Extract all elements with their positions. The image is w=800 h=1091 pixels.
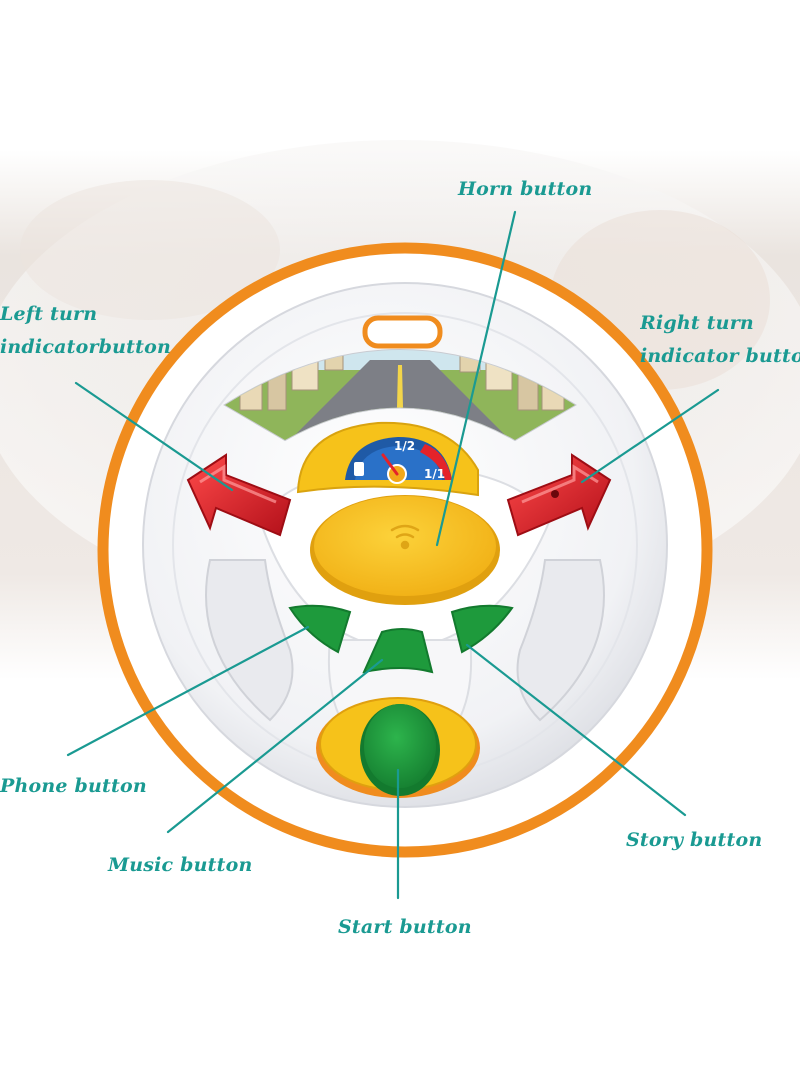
story-button-label: Story button [626,829,763,851]
right-turn-leader-line [580,388,720,484]
top-handle-slot [362,315,443,349]
left-turn-indicator-button[interactable] [186,453,292,537]
phone-button[interactable] [288,604,352,654]
gauge-full-label: 1/1 [424,467,445,481]
leader-lines [66,210,720,900]
horn-sound-icon [390,524,420,550]
fuel-gauge [296,421,479,497]
left-turn-indicator-label: Left turn indicatorbutton [0,303,172,358]
phone-button-label: Phone button [0,775,147,797]
gauge-half-label: 1/2 [394,439,415,453]
music-button-label: Music button [108,854,253,876]
music-leader-line [166,658,384,834]
right-turn-indicator-label: Right turn indicator button [640,312,800,367]
story-leader-line [465,643,687,817]
story-button[interactable] [450,604,514,654]
horn-button-label: Horn button [458,178,593,200]
start-button[interactable] [364,704,436,788]
start-button-label: Start button [338,916,472,938]
left-turn-leader-line [74,381,234,492]
phone-leader-line [66,625,310,757]
right-turn-indicator-button[interactable] [506,453,612,537]
horn-leader-line [435,210,517,547]
